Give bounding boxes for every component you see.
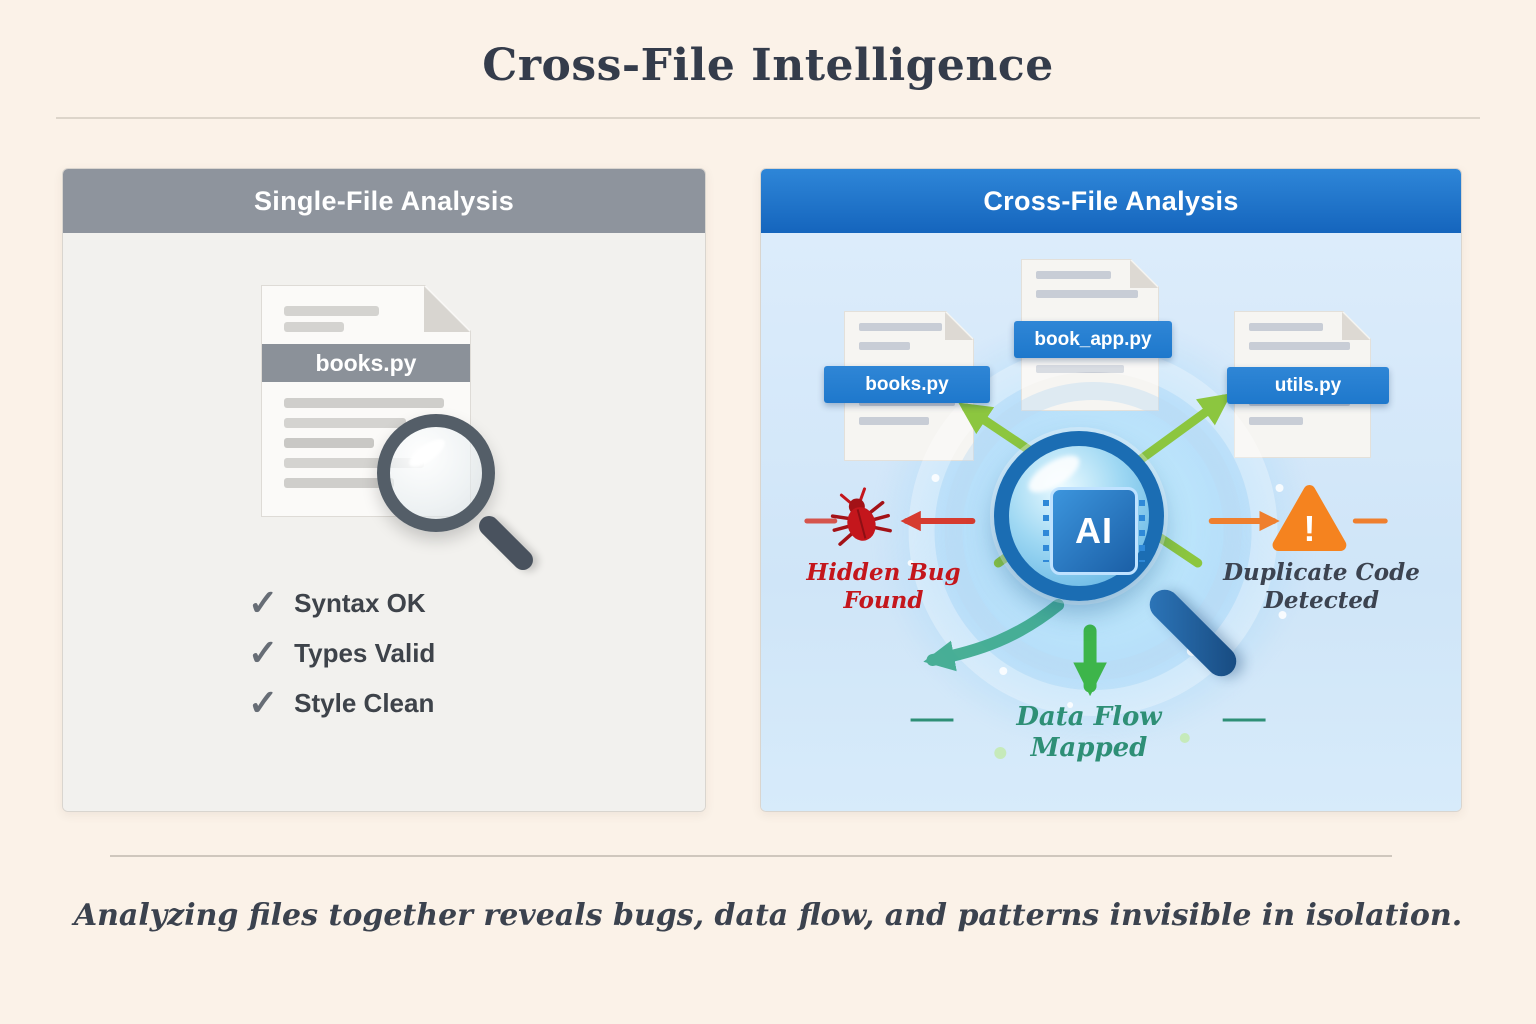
- doc-line: [1249, 323, 1323, 331]
- doc-line: [1036, 271, 1111, 279]
- caption: Analyzing files together reveals bugs, d…: [73, 898, 1463, 933]
- check-label: Style Clean: [294, 687, 435, 718]
- ai-magnifier-lens: AI: [994, 431, 1164, 601]
- single-file-header: Single-File Analysis: [63, 169, 705, 233]
- doc-line: [284, 478, 394, 488]
- check-item: ✓ Types Valid: [248, 635, 435, 671]
- caption-divider: [110, 855, 1392, 857]
- check-label: Types Valid: [294, 637, 436, 668]
- doc-line: [1036, 365, 1124, 373]
- doc-line: [284, 398, 444, 408]
- doc-line: [859, 342, 910, 350]
- warning-mark: !: [1303, 508, 1315, 549]
- title-divider: [56, 117, 1480, 119]
- doc-line: [859, 323, 942, 331]
- check-label: Syntax OK: [294, 587, 426, 618]
- doc-line: [284, 438, 374, 448]
- side-flow-arrow: [923, 599, 1065, 672]
- cross-file-body: !: [761, 233, 1461, 811]
- duplicate-code-label: Duplicate Code Detected: [1223, 559, 1420, 614]
- page-title: Cross-File Intelligence: [482, 40, 1054, 91]
- book-app-py-label: book_app.py: [1014, 321, 1172, 358]
- utils-py-label: utils.py: [1227, 367, 1389, 404]
- magnifier-lens-icon: [377, 414, 495, 532]
- green-glow-dots: [994, 733, 1190, 759]
- single-file-body: books.py ✓ Syntax OK ✓ Types Valid: [63, 233, 705, 811]
- cross-file-panel: Cross-File Analysis: [760, 168, 1462, 812]
- doc-line: [859, 417, 929, 425]
- cross-file-header: Cross-File Analysis: [761, 169, 1461, 233]
- single-file-doc-icon: books.py: [261, 285, 471, 517]
- magnifier-handle-icon: [474, 511, 538, 575]
- checks-list: ✓ Syntax OK ✓ Types Valid ✓ Style Clean: [248, 585, 435, 735]
- doc-line: [1249, 417, 1303, 425]
- warning-icon: !: [1272, 485, 1347, 551]
- doc-line: [284, 322, 344, 332]
- bug-icon: [830, 487, 892, 546]
- books-py-label: books.py: [824, 366, 990, 403]
- hidden-bug-label: Hidden Bug Found: [806, 559, 961, 614]
- doc-line: [284, 306, 379, 316]
- check-icon: ✓: [248, 632, 279, 673]
- doc-line: [284, 418, 406, 428]
- check-item: ✓ Syntax OK: [248, 585, 435, 621]
- doc-line: [284, 458, 424, 468]
- doc-line: [1036, 290, 1138, 298]
- single-file-doc-label: books.py: [262, 344, 470, 382]
- check-icon: ✓: [248, 582, 279, 623]
- data-flow-label: Data Flow Mapped: [1016, 702, 1162, 764]
- single-file-panel: Single-File Analysis books.py ✓ Syntax O…: [62, 168, 706, 812]
- ai-chip-icon: AI: [1043, 487, 1145, 575]
- doc-fold: [424, 286, 470, 332]
- check-item: ✓ Style Clean: [248, 685, 435, 721]
- doc-line: [1249, 342, 1350, 350]
- check-icon: ✓: [248, 682, 279, 723]
